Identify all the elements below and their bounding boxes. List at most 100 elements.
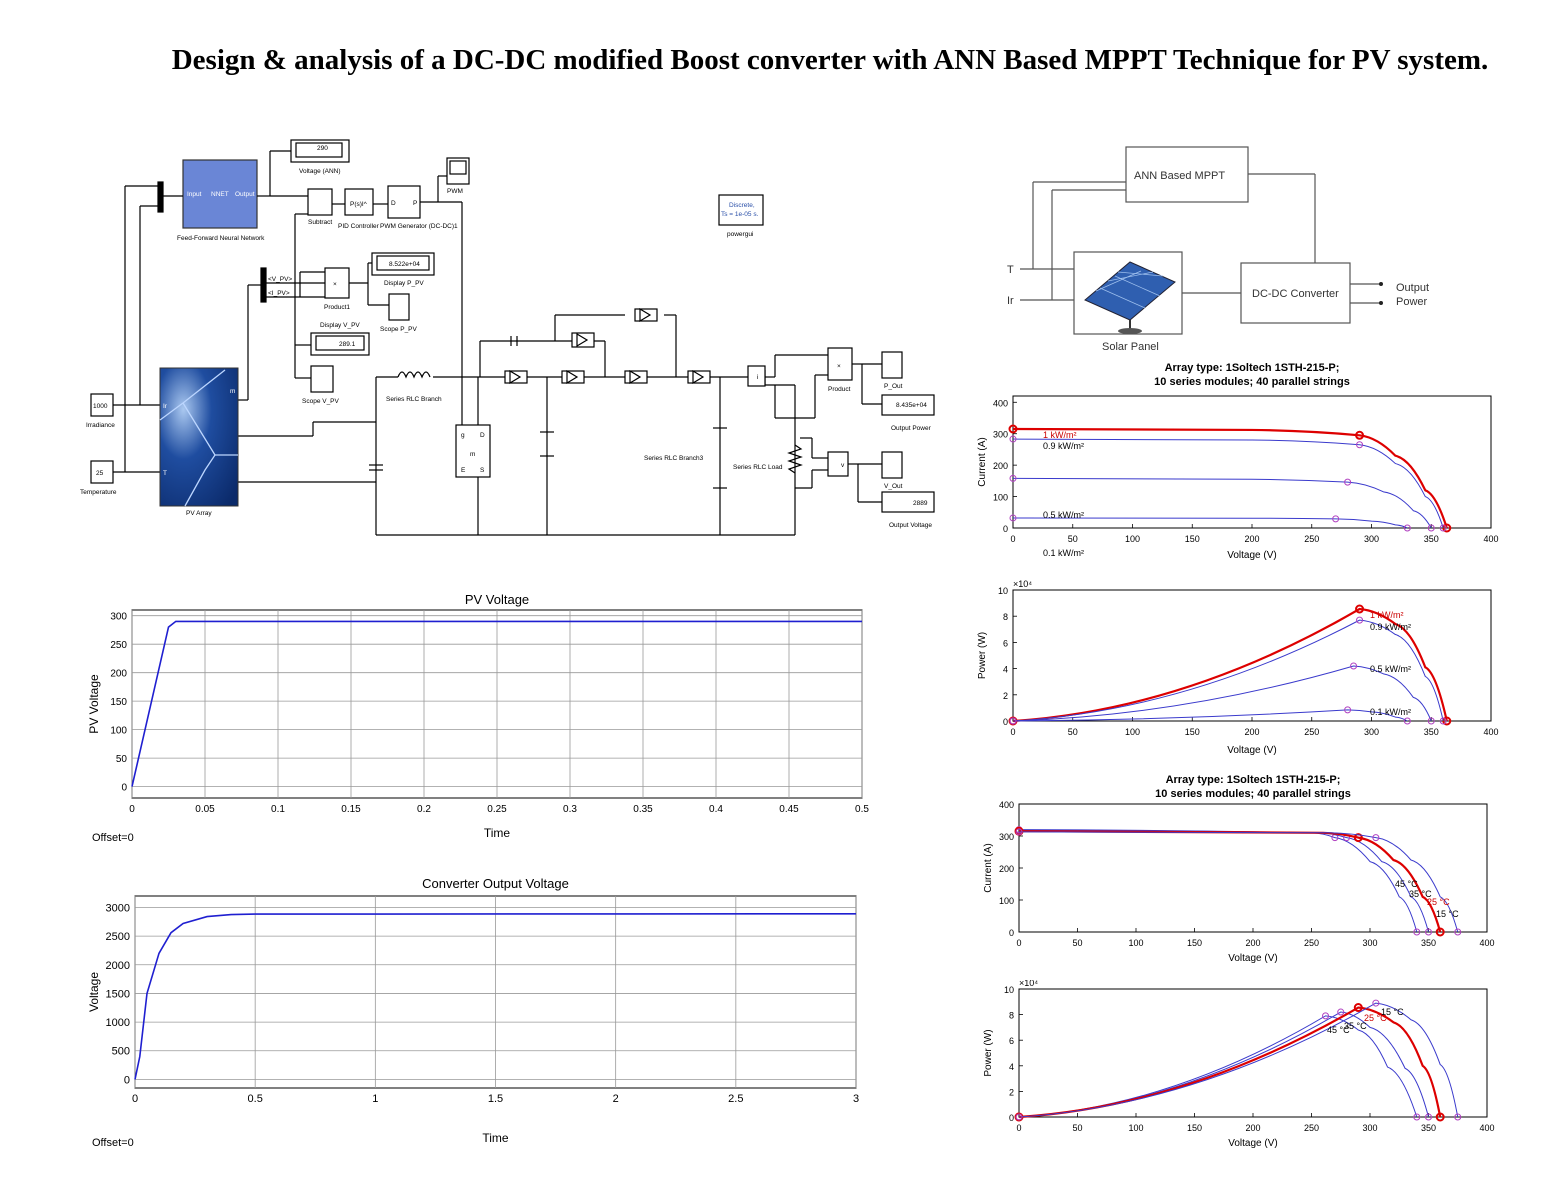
pwm-p: P — [413, 200, 417, 207]
pid-block[interactable] — [344, 188, 374, 216]
y-tick-label: 4 — [1009, 1062, 1014, 1072]
chart-title: Array type: 1Soltech 1STH-215-P; — [1166, 774, 1341, 786]
x-tick-label: 150 — [1187, 1123, 1202, 1133]
pwm-generator-block[interactable] — [387, 185, 421, 219]
scope-v-pv[interactable] — [310, 365, 334, 393]
y-tick-label: 200 — [993, 461, 1008, 471]
y-tick-label: 500 — [112, 1046, 130, 1058]
ann-box-label: ANN Based MPPT — [1134, 170, 1225, 182]
nnet-input: Input — [187, 191, 202, 198]
pv-array-block[interactable] — [159, 367, 239, 507]
product1-block[interactable] — [324, 267, 350, 299]
y-tick-label: 100 — [993, 493, 1008, 503]
x-tick-label: 300 — [1364, 727, 1379, 737]
output-power-display[interactable] — [881, 394, 935, 416]
nnet-mux[interactable] — [157, 181, 164, 213]
p-out-label: P_Out — [884, 383, 903, 390]
series-line — [1012, 619, 1444, 722]
pwm-gen-label: PWM Generator (DC-DC)1 — [380, 223, 458, 230]
chart-title: PV Voltage — [465, 592, 529, 607]
mppt-block-diagram: ANN Based MPPT DC-DC Converter Solar Pan… — [1007, 146, 1429, 353]
y-tick-label: 400 — [993, 398, 1008, 408]
nnet-name: NNET — [211, 191, 229, 198]
pwm-scope-label: PWM — [447, 188, 463, 195]
x-tick-label: 150 — [1185, 727, 1200, 737]
temperature-label: Temperature — [80, 489, 117, 496]
series-marker — [1454, 928, 1462, 936]
powergui-block[interactable] — [718, 194, 764, 226]
nnet-block[interactable] — [182, 159, 258, 229]
series-marker — [1355, 604, 1365, 614]
dcdc-box-label: DC-DC Converter — [1252, 288, 1339, 300]
output-voltage-display[interactable] — [881, 491, 935, 513]
curve-annotation: 35 °C — [1344, 1021, 1367, 1031]
series-marker — [1356, 441, 1364, 449]
x-tick-label: 0.2 — [417, 804, 431, 815]
x-axis-label: Voltage (V) — [1227, 550, 1276, 561]
voltage-ann-label: Voltage (ANN) — [299, 168, 341, 175]
y-axis-label: Current (A) — [977, 437, 988, 486]
y-tick-label: 300 — [110, 612, 127, 623]
pid-text: P(s)I^ — [350, 201, 368, 208]
product-block[interactable] — [827, 347, 853, 381]
v-out-scope[interactable] — [881, 451, 903, 479]
voltage-measurement[interactable] — [827, 451, 849, 477]
series-line — [1012, 709, 1408, 722]
bus-selector[interactable] — [260, 267, 267, 303]
current-measurement[interactable] — [747, 365, 766, 387]
scope-p-pv[interactable] — [388, 293, 410, 321]
output-power-line1: Output — [1396, 282, 1429, 294]
y-tick-label: 100 — [110, 726, 127, 737]
p-out-scope[interactable] — [881, 351, 903, 379]
chart-title: Converter Output Voltage — [422, 876, 569, 891]
x-tick-label: 0 — [132, 1093, 138, 1105]
series-marker — [1009, 717, 1017, 725]
x-tick-label: 200 — [1244, 534, 1259, 544]
discrete-line2: Ts = 1e-05 s. — [721, 211, 759, 218]
y-tick-label: 300 — [993, 430, 1008, 440]
scope-p-pv-label: Scope P_PV — [380, 326, 418, 333]
x-tick-label: 0.15 — [341, 804, 361, 815]
x-tick-label: 300 — [1364, 534, 1379, 544]
mosfet-block[interactable] — [455, 424, 491, 478]
x-tick-label: 100 — [1128, 1123, 1143, 1133]
x-tick-label: 0 — [1016, 938, 1021, 948]
series-line — [1012, 438, 1444, 529]
y-tick-label: 250 — [110, 640, 127, 651]
x-tick-label: 0.5 — [855, 804, 869, 815]
nnet-output: Output — [235, 191, 255, 198]
series-marker — [1353, 1003, 1363, 1013]
x-tick-label: 100 — [1125, 727, 1140, 737]
x-tick-label: 0.4 — [709, 804, 723, 815]
y-tick-label: 0 — [121, 783, 127, 794]
inductor — [397, 371, 431, 379]
series-line — [1012, 607, 1448, 723]
x-tick-label: 2.5 — [728, 1093, 743, 1105]
offset-label: Offset=0 — [92, 1137, 134, 1149]
output-power-line2: Power — [1396, 296, 1428, 308]
series-line — [131, 620, 862, 787]
series-marker — [1355, 430, 1365, 440]
page-title: Design & analysis of a DC-DC modified Bo… — [171, 44, 1489, 76]
series-line — [1012, 477, 1432, 529]
curve-annotation: 1 kW/m² — [1370, 610, 1404, 620]
scope-v-pv-label: Scope V_PV — [302, 398, 340, 405]
product-mult: × — [837, 363, 841, 370]
series-marker — [1427, 524, 1435, 532]
curve-annotation: 45 °C — [1327, 1025, 1350, 1035]
subtract-block[interactable] — [307, 188, 333, 216]
y-tick-label: 200 — [110, 669, 127, 680]
x-tick-label: 150 — [1185, 534, 1200, 544]
x-axis-label: Voltage (V) — [1227, 745, 1276, 756]
series-marker — [1009, 514, 1017, 522]
x-tick-label: 50 — [1068, 534, 1078, 544]
y-tick-label: 1500 — [106, 988, 130, 1000]
plot-area — [1018, 803, 1488, 933]
product1-mult: × — [333, 281, 337, 288]
curve-annotation: 0.1 kW/m² — [1043, 548, 1084, 558]
y-exponent: ×10⁴ — [1019, 980, 1038, 988]
y-axis-label: Current (A) — [983, 843, 994, 892]
series-marker — [1356, 616, 1364, 624]
